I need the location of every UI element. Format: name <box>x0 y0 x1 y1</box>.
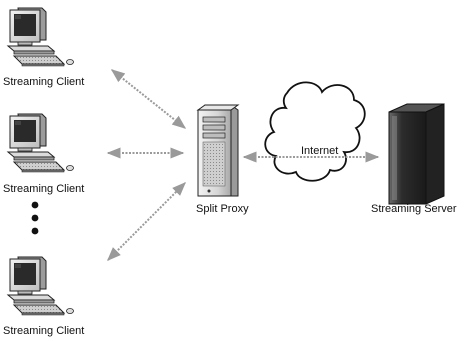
link-client-3-proxy <box>107 182 186 261</box>
internet-cloud-icon <box>264 81 366 182</box>
streaming-client-3-icon <box>6 256 74 316</box>
link-client-1-proxy <box>110 69 187 129</box>
split-proxy-label: Split Proxy <box>196 203 249 215</box>
streaming-client-3-label: Streaming Client <box>3 325 85 337</box>
streaming-client-2-label: Streaming Client <box>3 183 85 195</box>
streaming-client-1-icon <box>6 7 74 67</box>
internet-label: Internet <box>301 145 339 157</box>
vertical-ellipsis-icon <box>31 201 39 235</box>
split-proxy-icon <box>196 104 240 197</box>
streaming-server-icon <box>388 103 445 205</box>
streaming-client-1-label: Streaming Client <box>3 76 85 88</box>
streaming-client-2-icon <box>6 113 74 173</box>
streaming-server-label: Streaming Server <box>371 203 457 215</box>
